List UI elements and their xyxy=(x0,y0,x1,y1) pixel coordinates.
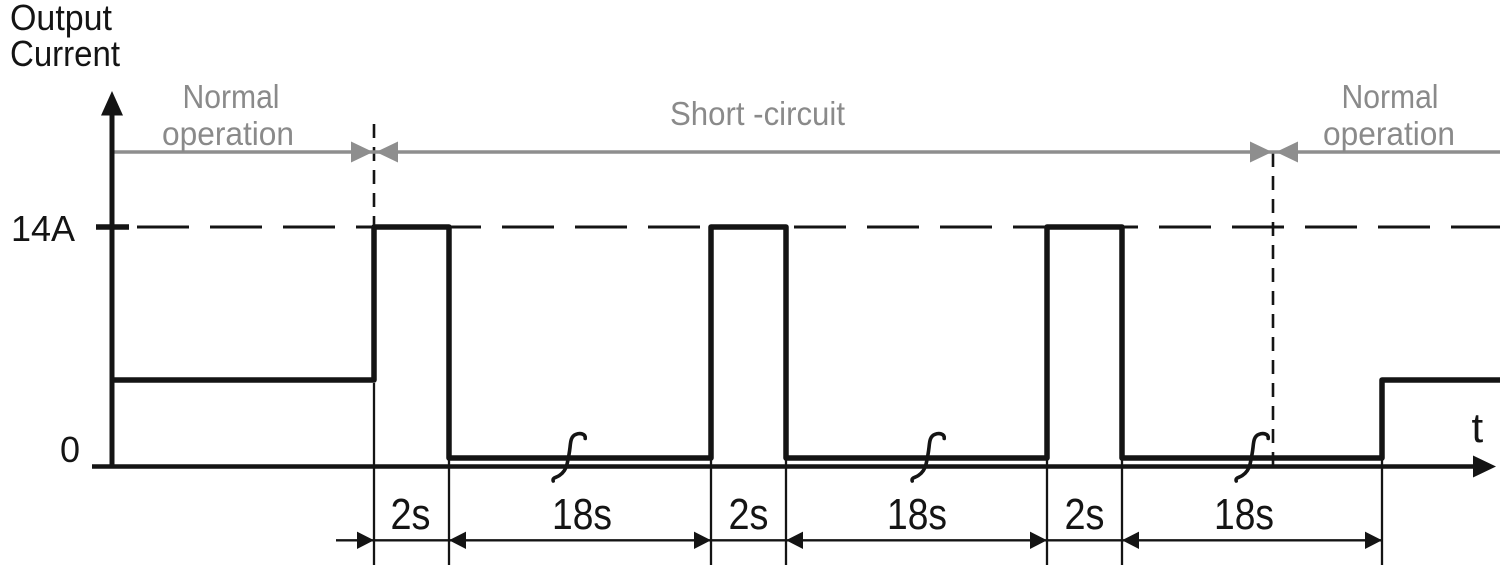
svg-text:operation: operation xyxy=(162,115,294,152)
svg-text:18s: 18s xyxy=(887,490,947,539)
svg-text:18s: 18s xyxy=(552,490,612,539)
svg-text:Output: Output xyxy=(10,0,112,38)
svg-text:2s: 2s xyxy=(391,490,431,539)
svg-text:operation: operation xyxy=(1323,115,1455,152)
svg-text:Short -circuit: Short -circuit xyxy=(670,95,845,132)
svg-text:0: 0 xyxy=(60,429,80,470)
svg-text:Current: Current xyxy=(10,33,120,74)
svg-text:2s: 2s xyxy=(1065,490,1105,539)
svg-text:t: t xyxy=(1472,404,1484,451)
svg-text:Normal: Normal xyxy=(1342,78,1439,115)
svg-text:14A: 14A xyxy=(11,208,75,249)
svg-text:18s: 18s xyxy=(1214,490,1274,539)
svg-text:Normal: Normal xyxy=(183,78,280,115)
svg-text:2s: 2s xyxy=(729,490,769,539)
